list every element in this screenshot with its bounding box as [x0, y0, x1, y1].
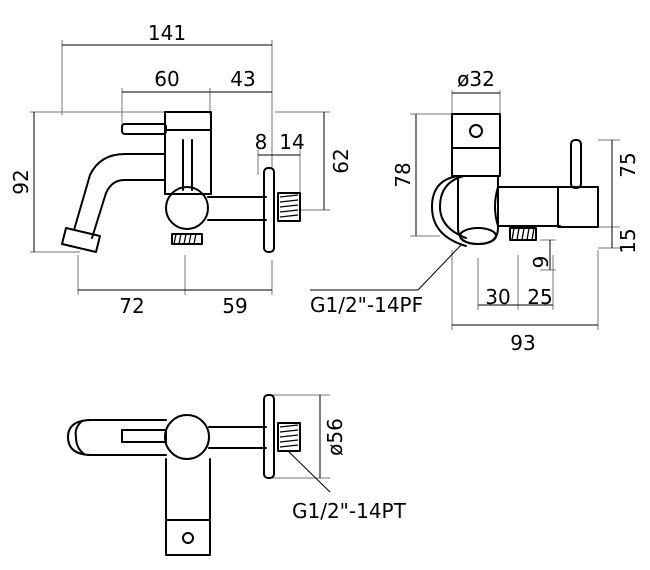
dim-92: 92 — [9, 169, 33, 194]
dim-59: 59 — [222, 294, 247, 318]
front-extension-lines — [30, 40, 330, 295]
side-extension-lines — [410, 90, 620, 330]
dim-43: 43 — [230, 67, 255, 91]
top-view: ø56 — [67, 394, 407, 556]
dim-diameter-56: ø56 — [323, 418, 347, 456]
dim-78: 78 — [391, 162, 415, 187]
front-faucet-body — [61, 111, 275, 253]
side-view: ø32 78 75 15 9 30 25 93 — [310, 67, 640, 355]
side-dimension-lines — [415, 92, 613, 326]
side-thread-label: G1/2"-14PF — [310, 293, 423, 317]
dim-30: 30 — [485, 285, 510, 309]
front-dimension-lines — [33, 44, 325, 291]
dim-60: 60 — [154, 67, 179, 91]
dim-93: 93 — [510, 331, 535, 355]
front-view: 141 60 43 8 14 92 62 72 59 — [9, 21, 353, 318]
dim-141: 141 — [148, 21, 186, 45]
dim-75: 75 — [616, 152, 640, 177]
top-callout-leader — [287, 450, 331, 493]
dim-14: 14 — [279, 130, 304, 154]
side-outlet-thread — [511, 227, 535, 241]
dim-diameter-32: ø32 — [457, 67, 495, 91]
dim-25: 25 — [527, 285, 552, 309]
top-thread-label: G1/2"-14PT — [292, 499, 407, 523]
top-wall-thread — [277, 422, 301, 452]
dim-9: 9 — [529, 256, 553, 269]
dim-62: 62 — [329, 148, 353, 173]
top-faucet-body — [67, 394, 275, 556]
dim-8: 8 — [255, 130, 268, 154]
front-bottom-thread — [173, 233, 197, 245]
dim-72: 72 — [119, 294, 144, 318]
side-faucet-body — [431, 113, 599, 247]
side-callout-leader — [417, 243, 463, 291]
front-wall-thread — [277, 192, 301, 222]
dim-15: 15 — [616, 228, 640, 253]
